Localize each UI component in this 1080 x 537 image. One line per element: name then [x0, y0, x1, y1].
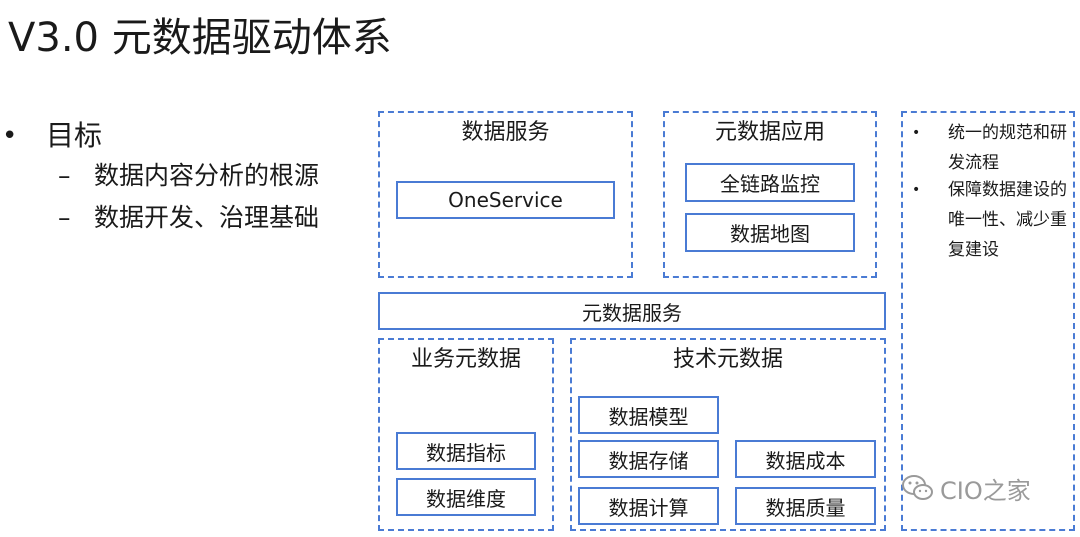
business-metadata-group: [378, 338, 554, 531]
tech-metadata-label: 技术元数据: [672, 347, 783, 372]
tech-metadata-group: [570, 338, 886, 531]
dash-icon: –: [58, 203, 71, 232]
data-quality-box: 数据质量: [735, 487, 876, 525]
full-link-monitor-box: 全链路监控: [685, 163, 855, 202]
bullet-dot-icon: •: [912, 125, 921, 141]
metadata-app-label: 元数据应用: [714, 120, 825, 145]
data-cost-box: 数据成本: [735, 440, 876, 478]
data-map-box: 数据地图: [685, 213, 855, 252]
data-compute-box: 数据计算: [578, 487, 719, 525]
side-notes-panel: [901, 111, 1075, 531]
bullet-dot-icon: •: [912, 182, 921, 198]
goal-heading: 目标: [46, 119, 103, 152]
data-service-group: [378, 111, 633, 278]
oneservice-box: OneService: [396, 181, 615, 219]
data-model-box: 数据模型: [578, 396, 719, 434]
page-title: V3.0 元数据驱动体系: [8, 15, 392, 61]
side-note-text: 统一的规范和研发流程: [948, 123, 1067, 173]
metadata-app-group: [663, 111, 877, 278]
watermark-text: CIO之家: [940, 476, 1031, 505]
data-metric-box: 数据指标: [396, 432, 536, 470]
side-note-text: 保障数据建设的唯一性、减少重复建设: [948, 180, 1067, 260]
watermark: CIO之家: [902, 472, 1031, 505]
goal-item: 数据开发、治理基础: [94, 203, 320, 232]
dash-icon: –: [58, 161, 71, 190]
wechat-icon: [902, 475, 933, 500]
goal-item: 数据内容分析的根源: [94, 161, 320, 190]
data-dimension-box: 数据维度: [396, 478, 536, 516]
data-storage-box: 数据存储: [578, 440, 719, 478]
metadata-service-bar: 元数据服务: [378, 292, 886, 330]
bullet-dot-icon: •: [2, 121, 18, 151]
business-metadata-label: 业务元数据: [410, 347, 521, 372]
data-service-label: 数据服务: [461, 120, 550, 145]
